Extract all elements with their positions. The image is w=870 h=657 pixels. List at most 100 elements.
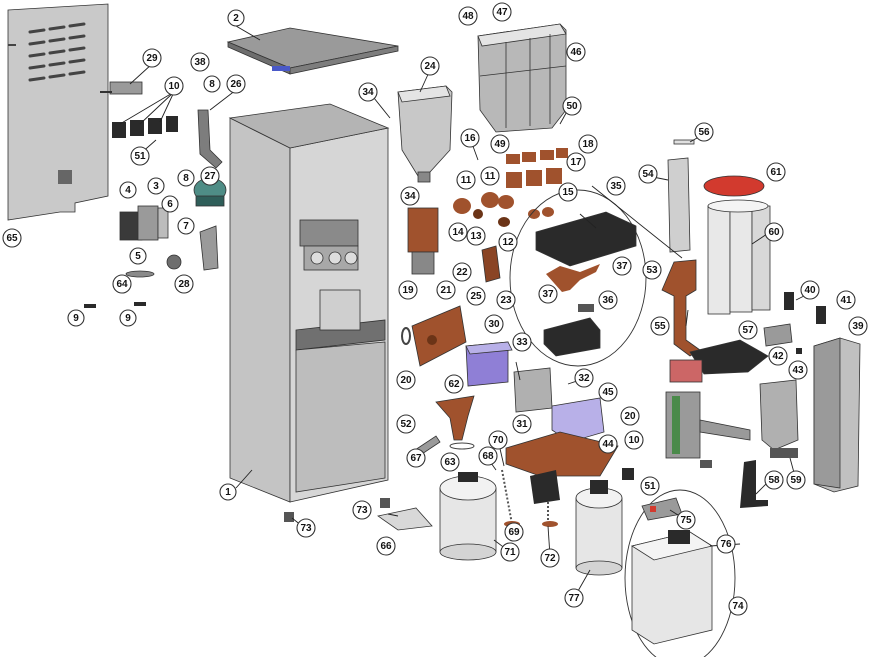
callout-number: 7 [183,221,189,232]
callout-22: 22 [452,262,472,282]
part-40-41-42 [763,292,826,354]
callout-bubble [640,476,660,496]
callout-bubble [848,316,868,336]
callout-number: 20 [400,375,412,386]
callout-bubble [440,452,460,472]
callout-20a: 20 [396,370,416,390]
callout-bubble [512,332,532,352]
part-assembly-35 [509,189,647,367]
callout-20b: 20 [620,406,640,426]
callout-bubble [466,286,486,306]
callout-bubble [358,82,378,102]
callout-number: 8 [183,173,189,184]
part-small-bronze [453,192,554,227]
callout-47: 47 [492,2,512,22]
callout-4: 4 [119,181,137,199]
callout-8a: 8 [203,75,221,93]
callout-bubble [147,177,165,195]
part-28 [166,254,182,270]
callout-bubble [219,483,237,501]
callout-number: 9 [125,313,131,324]
part-tank-71 [439,472,497,561]
callout-67: 67 [406,448,426,468]
callout-number: 24 [424,61,436,72]
part-cylinders [707,199,771,315]
part-brewer [665,359,751,468]
callout-21: 21 [436,280,456,300]
callout-number: 45 [602,387,614,398]
callout-bubble [420,56,440,76]
callout-bubble [396,370,416,390]
callout-58: 58 [764,470,784,490]
callout-number: 42 [772,351,784,362]
callout-61: 61 [766,162,786,182]
callout-17: 17 [566,152,586,172]
parts-layer [7,3,861,657]
callout-bubble [142,48,162,68]
callout-bubble [478,446,498,466]
callout-65: 65 [2,228,22,248]
callout-number: 46 [570,47,582,58]
callout-bubble [174,274,194,294]
part-bracket [199,225,219,271]
part-39 [813,337,861,493]
callout-9a: 9 [67,309,85,327]
callout-number: 23 [500,295,512,306]
part-foot-73 [284,512,294,522]
callout-number: 40 [804,285,816,296]
callout-number: 16 [464,133,476,144]
callout-62: 62 [444,374,464,394]
callout-27: 27 [200,166,220,186]
callout-bubble [448,222,468,242]
callout-number: 10 [168,81,180,92]
callout-bubble [400,186,420,206]
callout-number: 1 [225,487,231,498]
callout-50: 50 [562,96,582,116]
callout-72: 72 [540,548,560,568]
callout-number: 26 [230,79,242,90]
callout-10a: 10 [164,76,184,96]
part-pipe [197,109,223,169]
callout-52: 52 [396,414,416,434]
part-canister-triple [477,23,567,133]
callout-bubble [436,280,456,300]
callout-11b: 11 [480,166,500,186]
callout-number: 4 [125,185,131,196]
callout-bubble [766,162,786,182]
callout-number: 67 [410,453,422,464]
callout-26: 26 [226,74,246,94]
callout-bubble [638,164,658,184]
callout-bubble [786,470,806,490]
part-23 [481,245,501,283]
callout-number: 64 [116,279,128,290]
callout-bubble [612,256,632,276]
callout-number: 55 [654,321,666,332]
callout-bubble [728,596,748,616]
callout-bubble [598,382,618,402]
callout-bubble [406,448,426,468]
callout-35: 35 [606,176,626,196]
callout-bubble [398,280,418,300]
callout-number: 62 [448,379,460,390]
callout-number: 30 [488,319,500,330]
callout-bubble [227,9,245,27]
callout-number: 70 [492,435,504,446]
callout-73b: 73 [352,500,372,520]
callout-number: 75 [680,515,692,526]
callout-number: 21 [440,285,452,296]
callout-5: 5 [129,247,147,265]
callout-55: 55 [650,316,670,336]
callout-51a: 51 [130,146,150,166]
callout-bubble [488,430,508,450]
callout-bubble [458,6,478,26]
callout-number: 58 [768,475,780,486]
callout-32: 32 [574,368,594,388]
callout-bubble [226,74,246,94]
callout-57: 57 [738,320,758,340]
callout-37a: 37 [612,256,632,276]
callout-11a: 11 [456,170,476,190]
callout-bubble [484,314,504,334]
callout-bubble [738,320,758,340]
callout-number: 3 [153,181,159,192]
